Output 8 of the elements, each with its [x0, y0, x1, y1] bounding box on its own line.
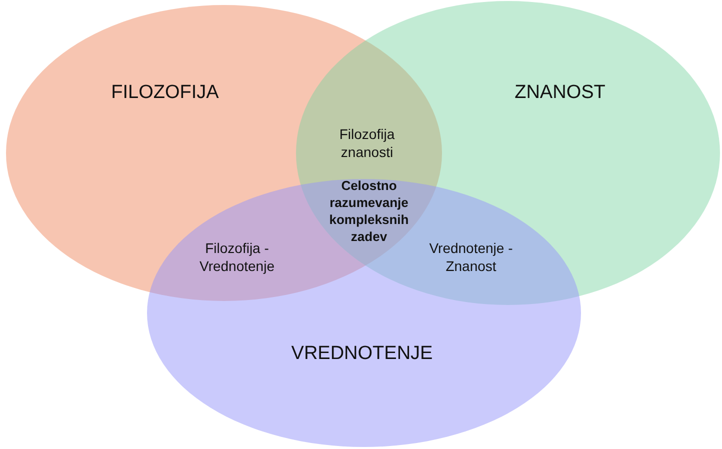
set-ellipse	[147, 179, 581, 447]
overlap-label: Filozofija znanosti	[338, 124, 396, 162]
set-title: VREDNOTENJE	[291, 343, 433, 365]
set-title: FILOZOFIJA	[111, 82, 219, 104]
overlap-label: Filozofija - Vrednotenje	[198, 238, 276, 276]
overlap-label: Vrednotenje - Znanost	[428, 238, 514, 276]
set-title: ZNANOST	[514, 82, 606, 104]
overlap-label: Celostno razumevanje kompleksnih zadev	[328, 178, 410, 246]
